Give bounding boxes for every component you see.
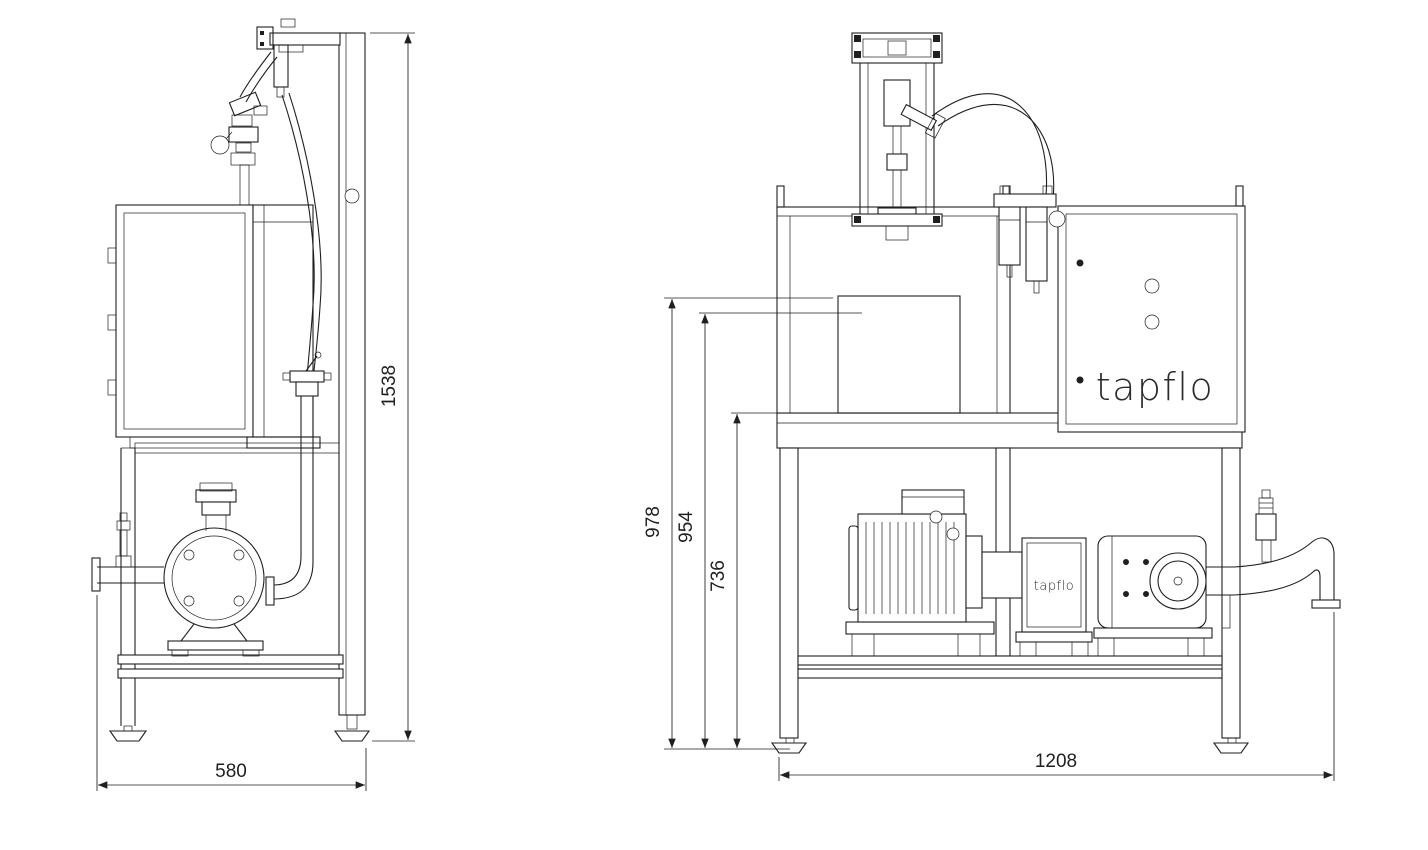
motor-flange <box>965 535 983 609</box>
dimension-978-label: 978 <box>643 506 664 538</box>
motor-terminal-box <box>901 489 965 515</box>
dimension-736-label: 736 <box>708 560 729 592</box>
air-cylinder-front <box>883 79 911 127</box>
inlet-flange <box>91 557 101 592</box>
frl-manifold <box>993 193 1057 208</box>
air-hose <box>937 104 1055 201</box>
side-valve <box>282 351 332 397</box>
front-lobe-pump <box>1093 535 1213 657</box>
indicator-light <box>1144 278 1160 294</box>
front-air-filter-unit <box>993 185 1066 294</box>
motor-base-plate <box>845 621 995 635</box>
coupling-housing <box>981 551 1023 599</box>
front-tank <box>776 185 1011 414</box>
side-top-beam <box>269 32 341 46</box>
front-pneumatic-tower <box>851 32 946 241</box>
valve-handle <box>305 355 318 372</box>
pressure-gauge <box>210 135 230 155</box>
pump-stand <box>167 640 264 651</box>
panel-screw <box>1076 376 1084 384</box>
hinge-tab <box>107 247 117 264</box>
side-piping <box>265 396 314 606</box>
side-right-foot <box>333 730 371 742</box>
outlet-pipe <box>1233 537 1335 600</box>
side-bottom-rail <box>117 654 344 665</box>
relief-valve <box>1255 513 1277 541</box>
side-tank <box>107 204 321 449</box>
dimension-width-label: 580 <box>215 761 247 782</box>
dimension-height-label: 1538 <box>379 365 400 407</box>
panel-screw <box>1076 259 1084 267</box>
table-right-leg <box>1221 447 1241 739</box>
air-hose <box>281 94 315 391</box>
valve-body <box>289 370 325 383</box>
front-view: tapflo <box>643 32 1341 781</box>
dimension-1208-label: 1208 <box>1035 751 1077 772</box>
front-tapflo-pump: tapflo <box>1015 537 1093 657</box>
air-cylinder <box>273 44 289 88</box>
tapflo-pump-body <box>1021 537 1087 633</box>
front-right-foot <box>1212 742 1250 754</box>
side-left-foot <box>108 730 148 742</box>
pipe-flange <box>265 576 275 606</box>
front-dimensions: 978 954 736 1208 <box>643 297 1335 781</box>
frl-regulator-bowl <box>1025 206 1048 282</box>
front-left-foot <box>770 742 808 754</box>
front-tank-body <box>776 206 1011 414</box>
pump-housing <box>163 527 265 629</box>
front-motor <box>845 489 1023 657</box>
side-view: 1538 580 <box>91 18 415 791</box>
pump-bolt <box>1143 559 1149 565</box>
tank-insert <box>837 295 961 414</box>
frl-filter-bowl <box>998 206 1021 266</box>
table-left-leg <box>779 447 799 739</box>
lower-shelf <box>797 655 1223 666</box>
indicator-light <box>1144 314 1160 330</box>
column-hole <box>344 188 360 204</box>
side-column <box>338 32 366 716</box>
tower-crossbar <box>851 213 943 227</box>
front-control-panel: tapflo <box>1057 185 1246 433</box>
front-air-hoses <box>931 93 1055 201</box>
front-piping <box>1206 489 1341 629</box>
pump-top-port <box>195 489 237 503</box>
pump-bolt <box>1143 591 1149 597</box>
pump-logo-text: tapflo <box>1034 579 1074 594</box>
frl-gauge <box>1048 210 1066 228</box>
air-hose <box>288 92 322 393</box>
side-diaphragm-pump <box>91 482 265 657</box>
side-frame <box>108 18 371 742</box>
air-hose <box>931 93 1048 197</box>
spray-gun <box>900 103 946 139</box>
dimension-954-label: 954 <box>676 511 697 543</box>
side-tank-body <box>115 204 254 438</box>
hinge-tab <box>107 379 117 396</box>
side-pneumatic-assembly <box>210 44 322 393</box>
outlet-flange <box>1311 599 1341 609</box>
panel-logo-text: tapflo <box>1096 365 1215 409</box>
tower-top-bracket <box>851 32 943 64</box>
pump-bolt <box>1123 591 1129 597</box>
side-dimensions: 1538 580 <box>96 32 415 791</box>
hinge-tab <box>107 314 117 331</box>
pump-bolt <box>1123 559 1129 565</box>
